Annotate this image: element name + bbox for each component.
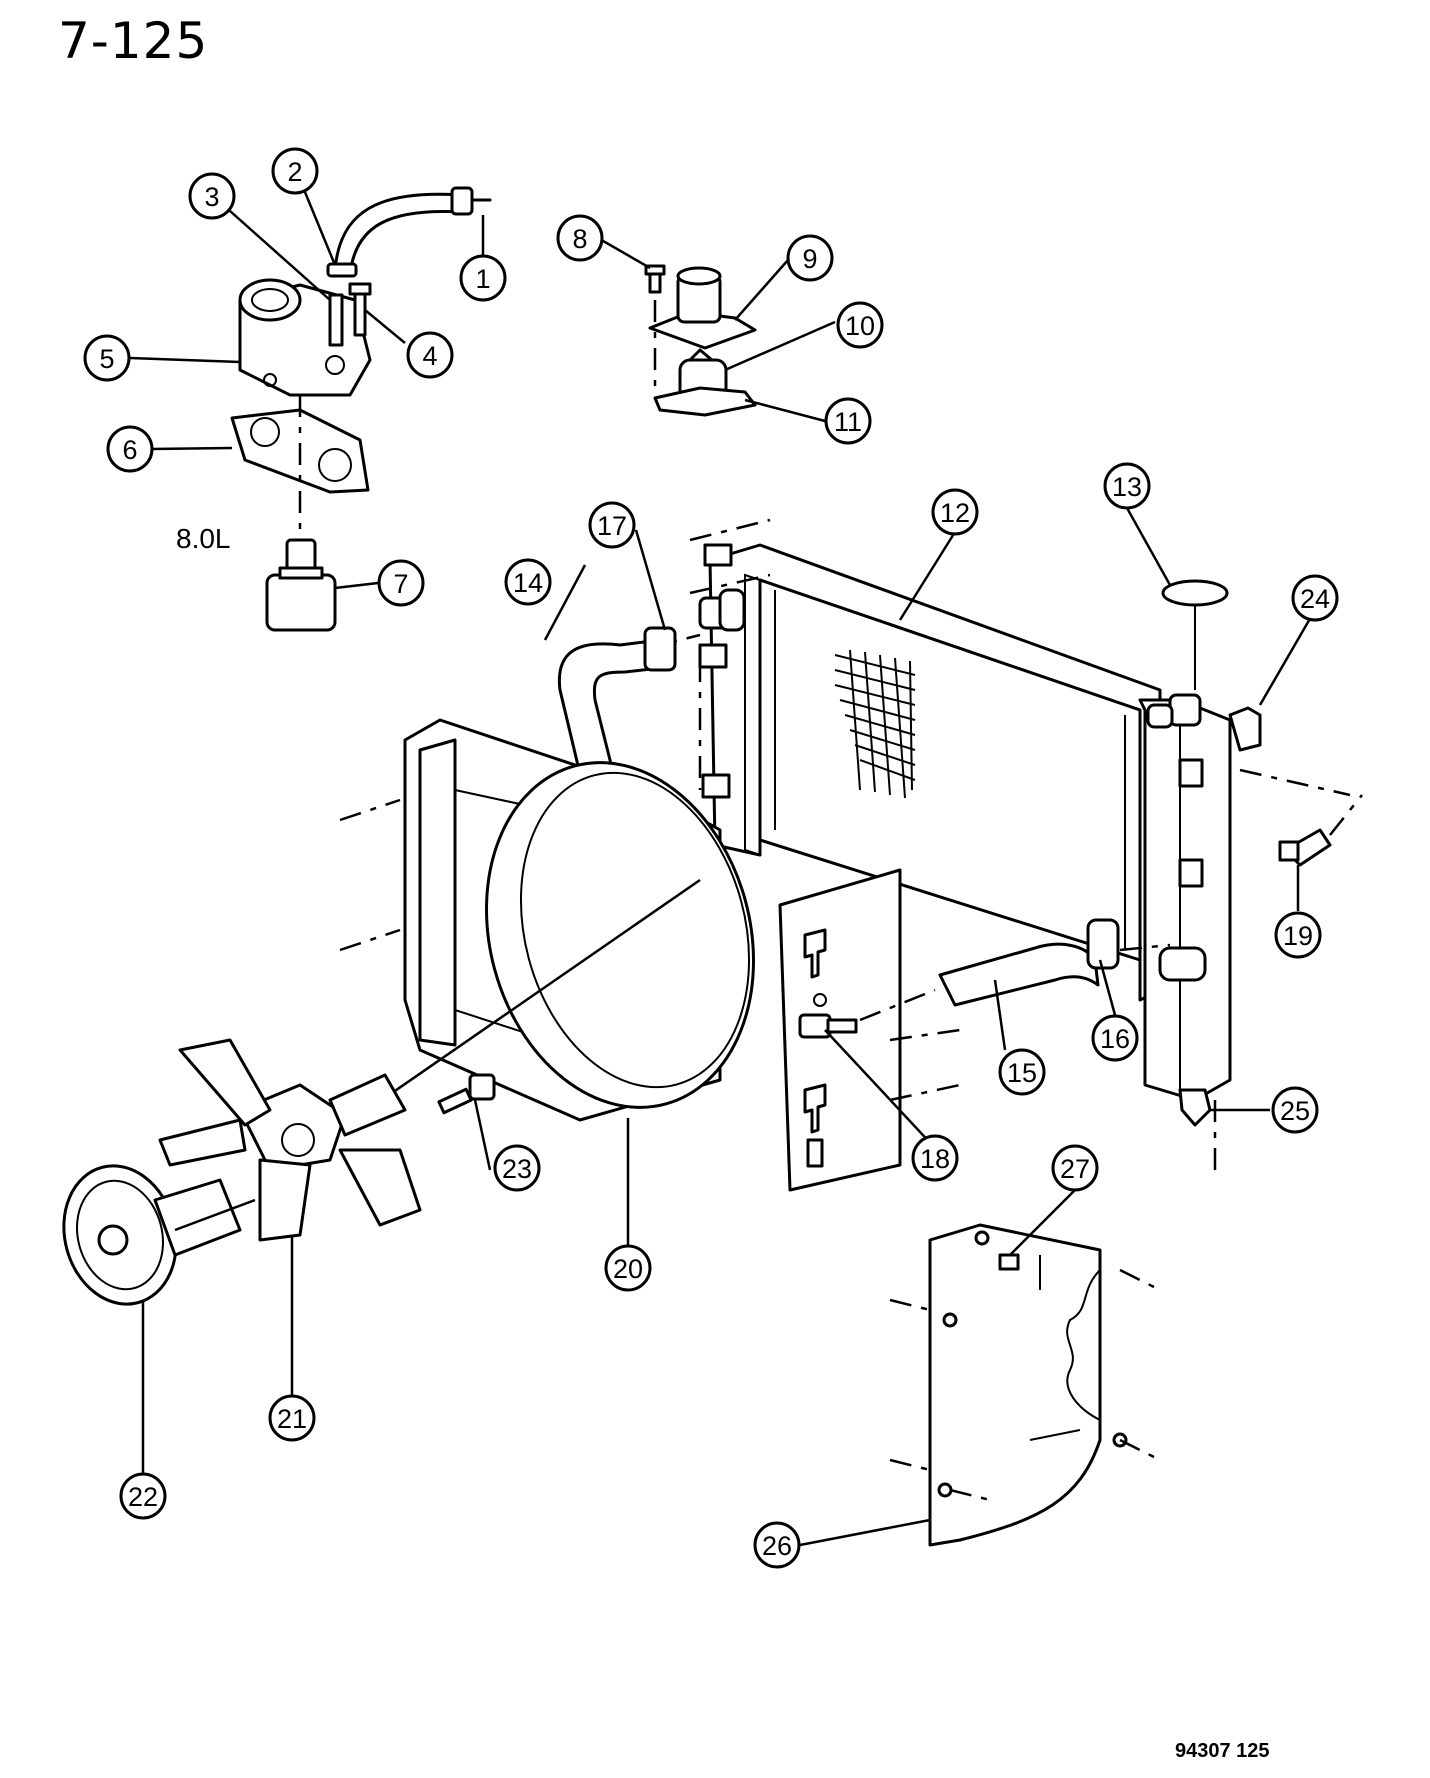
callout-1: 1 [459, 254, 507, 302]
callout-17: 17 [588, 501, 636, 549]
callout-16: 16 [1091, 1014, 1139, 1062]
thermostat-assembly-alt [644, 264, 757, 417]
svg-text:22: 22 [128, 1482, 158, 1512]
callout-23: 23 [493, 1144, 541, 1192]
svg-text:26: 26 [762, 1531, 792, 1561]
svg-text:13: 13 [1112, 472, 1142, 502]
stud [328, 293, 344, 347]
lower-shroud [889, 1223, 1161, 1547]
page-number: 7-125 [58, 12, 209, 70]
callout-13: 13 [1103, 462, 1151, 510]
thermostat [265, 573, 337, 632]
callout-9: 9 [786, 234, 834, 282]
callout-11: 11 [824, 397, 872, 445]
lower-radiator-hose [938, 942, 1100, 1007]
callout-7: 7 [377, 559, 425, 607]
callout-3: 3 [188, 172, 236, 220]
fan-blade [158, 1038, 422, 1242]
svg-text:6: 6 [122, 435, 137, 465]
callout-22: 22 [119, 1472, 167, 1520]
svg-text:9: 9 [802, 244, 817, 274]
screw [998, 1253, 1020, 1271]
svg-text:7: 7 [393, 569, 408, 599]
svg-text:8: 8 [572, 224, 587, 254]
callout-14: 14 [504, 558, 552, 606]
svg-text:11: 11 [834, 407, 862, 437]
callout-2: 2 [271, 147, 319, 195]
callout-20: 20 [604, 1244, 652, 1292]
callout-18: 18 [911, 1134, 959, 1182]
svg-text:23: 23 [502, 1154, 532, 1184]
drain-cock [1178, 1088, 1212, 1127]
viscous-fan-drive [62, 1164, 256, 1306]
callout-4: 4 [406, 331, 454, 379]
fan-shroud [294, 718, 961, 1192]
thermostat-gasket [653, 386, 757, 417]
leader-lines [129, 179, 1317, 1547]
callout-26: 26 [753, 1521, 801, 1569]
svg-text:16: 16 [1100, 1024, 1130, 1054]
svg-text:19: 19 [1283, 921, 1313, 951]
radiator-cap [1161, 579, 1229, 607]
bolt [353, 288, 367, 337]
svg-text:1: 1 [475, 264, 490, 294]
svg-text:17: 17 [597, 511, 627, 541]
callout-15: 15 [998, 1048, 1046, 1096]
engine-label: 8.0L [176, 523, 231, 554]
callout-21: 21 [268, 1394, 316, 1442]
fan-bolt [437, 1073, 496, 1115]
hose-clamp [326, 262, 358, 278]
hose-clamp [1086, 918, 1120, 970]
svg-text:14: 14 [513, 568, 543, 598]
callout-19: 19 [1274, 911, 1322, 959]
svg-text:27: 27 [1060, 1154, 1090, 1184]
radiator [639, 518, 1363, 1180]
svg-text:12: 12 [940, 498, 970, 528]
callout-8: 8 [556, 214, 604, 262]
svg-text:3: 3 [204, 182, 219, 212]
svg-text:24: 24 [1300, 584, 1330, 614]
svg-text:10: 10 [845, 311, 875, 341]
shroud-bolt [798, 988, 936, 1039]
figure-id: 94307 125 [1175, 1740, 1270, 1762]
bypass-hose [333, 192, 462, 272]
svg-text:5: 5 [99, 344, 114, 374]
callout-6: 6 [106, 425, 154, 473]
bracket [1228, 706, 1262, 752]
callout-24: 24 [1291, 574, 1339, 622]
callout-27: 27 [1051, 1144, 1099, 1192]
callout-5: 5 [83, 334, 131, 382]
callout-25: 25 [1271, 1086, 1319, 1134]
svg-text:15: 15 [1007, 1058, 1037, 1088]
callout-10: 10 [836, 301, 884, 349]
svg-text:20: 20 [613, 1254, 643, 1284]
svg-text:25: 25 [1280, 1096, 1310, 1126]
svg-text:2: 2 [287, 157, 302, 187]
core-fins [834, 649, 916, 799]
svg-text:18: 18 [920, 1144, 950, 1174]
callout-12: 12 [931, 488, 979, 536]
svg-text:21: 21 [277, 1404, 307, 1434]
hose-clamp [643, 626, 677, 672]
svg-text:4: 4 [422, 341, 437, 371]
thermostat-housing-assembly: 8.0L [176, 186, 492, 632]
